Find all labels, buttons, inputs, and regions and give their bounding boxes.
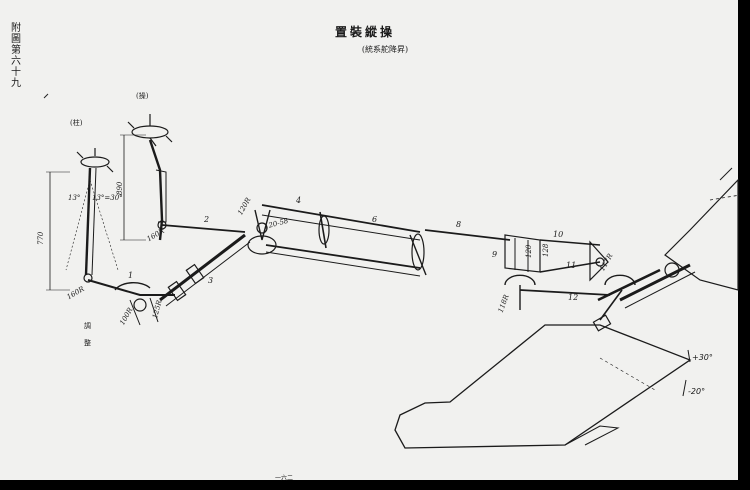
below-label-b: 整 [84, 338, 91, 347]
drawing-subtitle: (統系舵降昇) [362, 44, 408, 54]
rod-8 [424, 229, 511, 241]
yoke-b [65, 148, 119, 283]
part-10: 10 [553, 230, 563, 239]
dim-890: 890 [116, 181, 124, 195]
bottom-frame-edge [0, 480, 750, 486]
yoke-a [127, 114, 173, 241]
rod-1 [87, 279, 175, 296]
rod-12 [519, 289, 611, 296]
dim-770: 770 [37, 231, 45, 245]
elevator-torque-tube [619, 263, 691, 302]
linkage-group: (操) (柱) [46, 91, 741, 449]
right-frame-edge [738, 0, 750, 486]
drawing-title: 置裝縱操 [335, 24, 395, 39]
page-mark: 一六二 [275, 474, 293, 482]
rod-2 [161, 224, 246, 233]
below-label-a: 調 [84, 321, 91, 330]
deflection-up: +30° [692, 353, 713, 362]
dim-13-30: 13°=30° [92, 194, 123, 202]
part-1: 1 [128, 271, 133, 280]
dim-120b: 120 [525, 244, 533, 258]
part-11: 11 [566, 261, 576, 270]
part-3: 3 [208, 276, 213, 285]
part-6: 6 [372, 215, 377, 224]
part-8: 8 [456, 220, 461, 229]
tick-mark [43, 93, 49, 99]
right-bellcrank [504, 234, 609, 282]
part-numbers: 1 2 3 4 6 8 9 10 11 12 [128, 196, 578, 302]
central-bellcrank [247, 209, 277, 255]
horizontal-stabilizer [664, 178, 739, 291]
side-label: 附圖第六十九 [9, 21, 21, 88]
part-2: 2 [203, 215, 209, 224]
elevator-surface [394, 324, 692, 449]
torque-tube-3 [159, 233, 246, 302]
yoke-a-label: (操) [136, 91, 149, 100]
part-9: 9 [492, 250, 497, 259]
rod-4 [261, 204, 421, 233]
yoke-b-label: (柱) [70, 118, 83, 127]
dim-128: 128 [542, 243, 550, 257]
part-12: 12 [568, 293, 578, 302]
dim-13: 13° [68, 194, 80, 202]
rod-6 [265, 244, 421, 269]
deflection-down: -20° [688, 387, 705, 396]
part-4: 4 [295, 196, 301, 205]
